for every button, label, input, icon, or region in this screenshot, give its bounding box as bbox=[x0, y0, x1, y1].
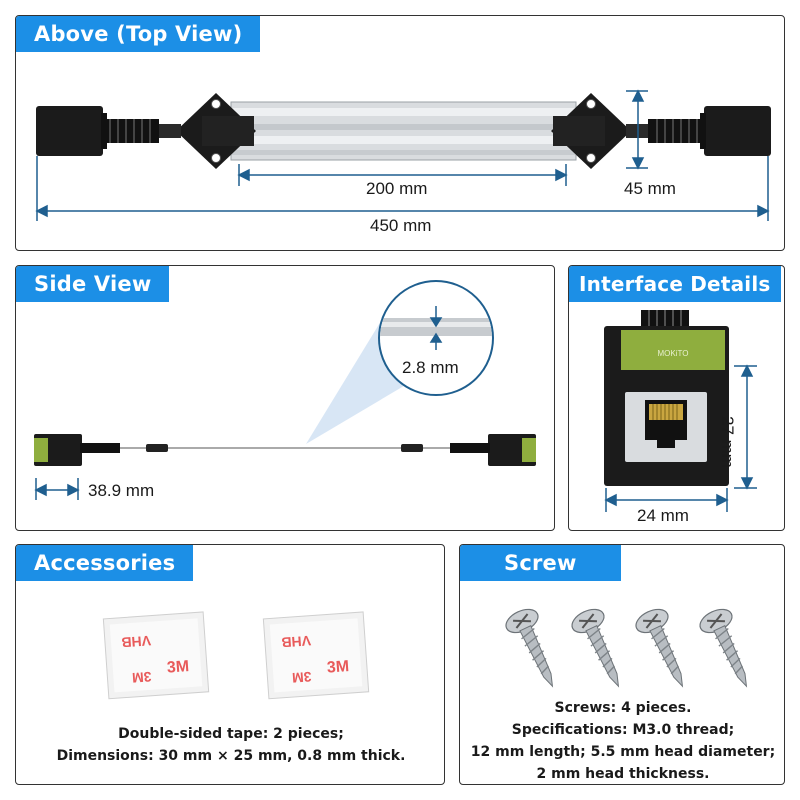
label-38-9mm: 38.9 mm bbox=[88, 481, 155, 500]
screw-icon bbox=[501, 603, 569, 695]
right-connector bbox=[626, 106, 771, 156]
interface-drawing: MOKiTO bbox=[604, 310, 757, 512]
screw-line-1: Screws: 4 pieces. bbox=[554, 700, 692, 716]
screw-line-3: 12 mm length; 5.5 mm head diameter; bbox=[470, 744, 776, 760]
screw-tag: Screw bbox=[460, 545, 621, 581]
side-view-drawing bbox=[34, 280, 536, 500]
screw-panel: Screw Screws: 4 pieces. Specifications: … bbox=[459, 544, 785, 785]
dimension-24mm bbox=[604, 488, 729, 512]
label-45mm: 45 mm bbox=[624, 179, 676, 198]
label-450mm: 450 mm bbox=[370, 216, 432, 235]
rj45-port-icon bbox=[625, 392, 707, 462]
screw-line-4: 2 mm head thickness. bbox=[536, 766, 710, 782]
dimension-45mm bbox=[626, 89, 648, 170]
svg-text:3M: 3M bbox=[166, 658, 189, 677]
svg-text:3M: 3M bbox=[326, 658, 349, 677]
side-left-connector bbox=[34, 434, 168, 466]
dimension-450mm bbox=[35, 156, 770, 221]
tape-pad-icon: VHB 3M 3M bbox=[102, 611, 210, 700]
screw-icon bbox=[695, 603, 763, 695]
dimension-27mm bbox=[734, 364, 757, 490]
label-27mm: 27 mm bbox=[718, 416, 737, 468]
accessories-line-1: Double-sided tape: 2 pieces; bbox=[118, 726, 344, 742]
top-view-tag: Above (Top View) bbox=[16, 16, 261, 52]
left-end-cap bbox=[176, 93, 256, 169]
svg-text:VHB: VHB bbox=[121, 633, 152, 651]
zoom-circle bbox=[378, 280, 494, 396]
screw-icon bbox=[631, 603, 699, 695]
side-view-panel: Side View bbox=[15, 265, 555, 531]
svg-text:3M: 3M bbox=[132, 669, 153, 686]
right-end-cap bbox=[551, 93, 631, 169]
screw-icon bbox=[567, 603, 635, 695]
top-view-drawing bbox=[35, 89, 771, 221]
label-200mm: 200 mm bbox=[366, 179, 428, 198]
accessories-panel: Accessories VHB 3M 3M VHB 3M 3M Double-s… bbox=[15, 544, 445, 785]
brand-strip bbox=[621, 330, 725, 370]
label-2-8mm: 2.8 mm bbox=[402, 358, 459, 377]
dimension-38-9mm bbox=[34, 478, 80, 500]
tape-pad-icon: VHB 3M 3M bbox=[262, 611, 370, 700]
accessories-description: Double-sided tape: 2 pieces; Dimensions:… bbox=[16, 723, 444, 767]
dimension-200mm bbox=[237, 164, 568, 186]
left-connector bbox=[36, 106, 181, 156]
svg-text:3M: 3M bbox=[292, 669, 313, 686]
top-view-panel: Above (Top View) bbox=[15, 15, 785, 251]
accessories-tag: Accessories bbox=[16, 545, 194, 581]
accessories-line-2: Dimensions: 30 mm × 25 mm, 0.8 mm thick. bbox=[56, 748, 406, 764]
side-view-tag: Side View bbox=[16, 266, 170, 302]
side-right-connector bbox=[401, 434, 536, 466]
interface-tag: Interface Details bbox=[569, 266, 781, 302]
brand-logo: MOKiTO bbox=[658, 349, 689, 358]
svg-text:VHB: VHB bbox=[281, 633, 312, 651]
aluminum-channel bbox=[230, 101, 577, 161]
screw-line-2: Specifications: M3.0 thread; bbox=[511, 722, 735, 738]
interface-panel: Interface Details MOKiTO bbox=[568, 265, 785, 531]
accessories-drawing: VHB 3M 3M VHB 3M 3M bbox=[102, 611, 370, 700]
label-24mm: 24 mm bbox=[637, 506, 689, 525]
screw-description: Screws: 4 pieces. Specifications: M3.0 t… bbox=[460, 697, 784, 784]
